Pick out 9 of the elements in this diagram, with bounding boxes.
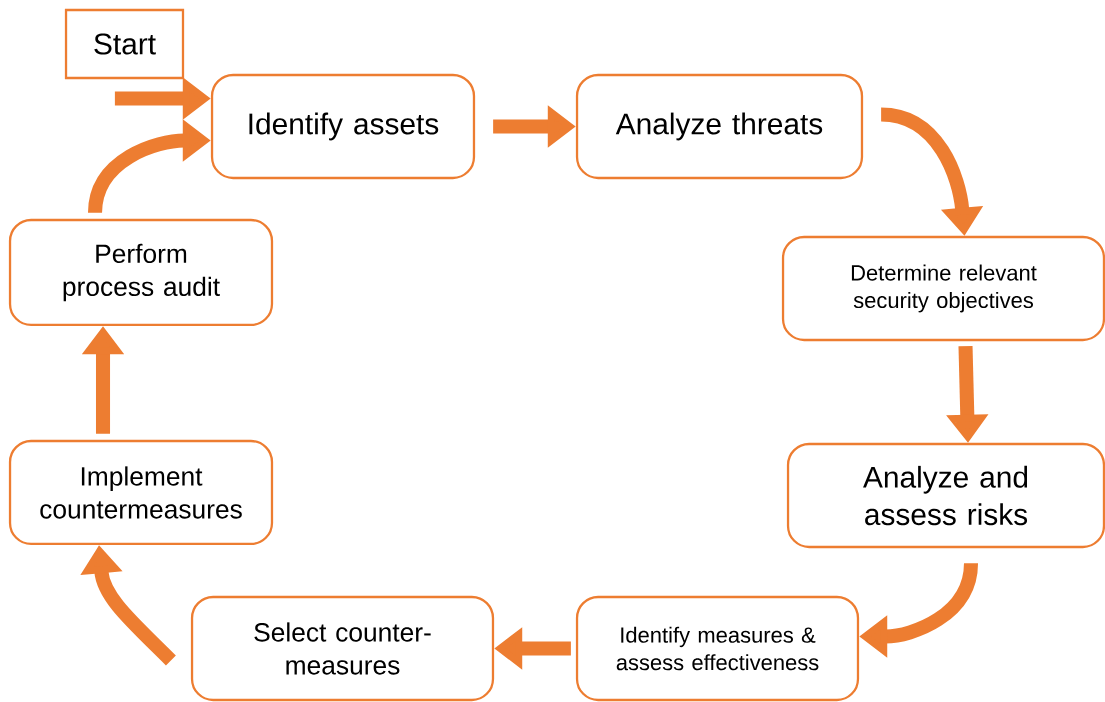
process-box: Determine relevant security objectives <box>781 235 1105 342</box>
process-box: Identify measures & assess effectiveness <box>575 595 860 702</box>
process-box: Analyze threats <box>575 73 864 180</box>
start-box: Start <box>64 8 185 80</box>
process-box: Implement countermeasures <box>8 439 274 546</box>
process-box: Identify assets <box>210 73 476 180</box>
process-box: Select counter-measures <box>190 595 495 702</box>
process-box: Analyze and assess risks <box>786 442 1105 549</box>
process-box: Perform process audit <box>8 218 274 327</box>
